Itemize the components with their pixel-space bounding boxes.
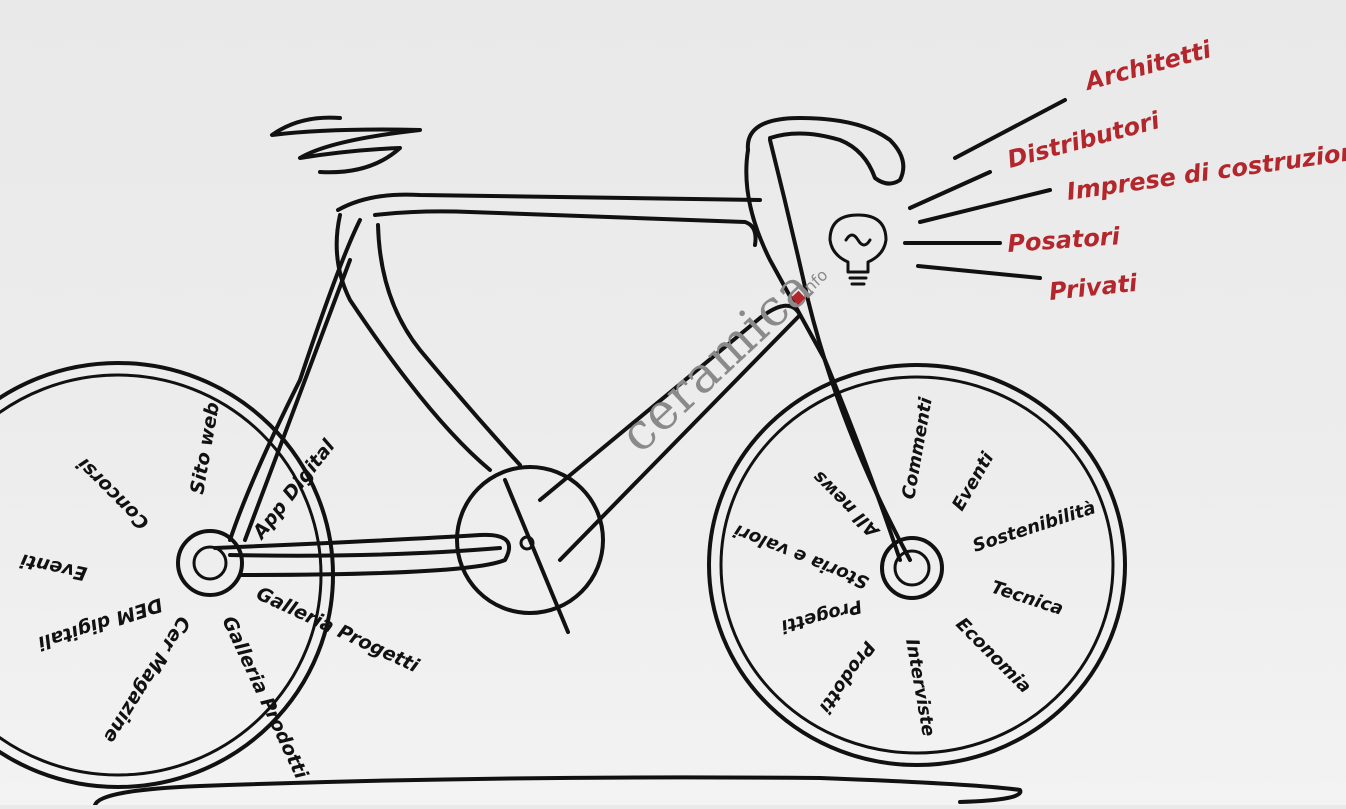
label-dem-digitali: DEM digitali <box>35 593 165 654</box>
ground-line <box>95 777 1020 805</box>
label-eventi-front: Eventi <box>948 448 999 514</box>
top-tube-inner <box>375 211 756 245</box>
top-tube <box>338 195 760 210</box>
logo-ceramica: ceramica <box>609 257 824 463</box>
label-sito-web: Sito web <box>186 400 224 495</box>
label-architetti: Architetti <box>1080 35 1214 96</box>
back-hub-inner <box>194 547 226 579</box>
ray-distributori <box>910 172 990 208</box>
label-galleria-progetti: Galleria Progetti <box>253 583 423 678</box>
label-concorsi: Concorsi <box>73 453 154 534</box>
label-storia-valori: Storia e valori <box>730 519 872 592</box>
ray-privati <box>918 266 1040 278</box>
label-distributori: Distributori <box>1004 106 1163 174</box>
label-tecnica: Tecnica <box>988 577 1065 620</box>
label-progetti: Progetti <box>778 595 864 637</box>
label-commenti: Commenti <box>898 395 937 501</box>
front-hub <box>882 538 942 598</box>
lightbulb-icon <box>830 215 886 284</box>
seat <box>272 118 420 173</box>
label-interviste: Interviste <box>901 637 939 738</box>
label-posatori: Posatori <box>1006 222 1121 258</box>
crank-arm <box>505 480 568 632</box>
label-privati: Privati <box>1048 269 1140 306</box>
label-all-news: All news <box>808 466 885 543</box>
label-prodotti: Prodotti <box>814 637 879 717</box>
back-hub <box>178 531 242 595</box>
label-cer-magazine: Cer Magazine <box>99 612 195 747</box>
label-economia: Economia <box>951 614 1035 698</box>
label-eventi-back: Eventi <box>18 549 89 585</box>
label-sostenibilita: Sostenibilità <box>970 497 1098 557</box>
